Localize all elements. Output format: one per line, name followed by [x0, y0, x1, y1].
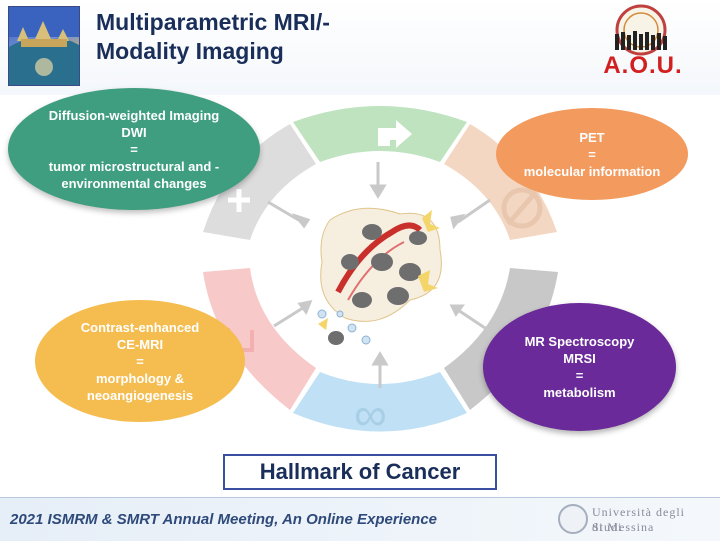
arrow-right-icon — [378, 120, 412, 148]
infinity-icon: ∞ — [354, 388, 387, 440]
university-name-line2: di Messina — [592, 520, 655, 534]
mrsi-bubble: MR Spectroscopy MRSI = metabolism — [483, 303, 676, 431]
null-sign-icon — [501, 187, 543, 229]
aou-logo: A.O.U. — [593, 4, 689, 82]
ring-segment-bottom — [293, 372, 467, 432]
plus-icon — [228, 189, 250, 212]
ce-mri-bubble: Contrast-enhanced CE-MRI = morphology & … — [35, 300, 245, 422]
dwi-line-3: = — [130, 141, 138, 157]
ce-line-4: morphology & — [95, 370, 185, 386]
aou-logo-text: A.O.U. — [603, 52, 683, 79]
dwi-line-5: environmental changes — [61, 175, 207, 191]
dwi-bubble: Diffusion-weighted Imaging DWI = tumor m… — [8, 88, 260, 210]
ring-segment-top-left — [203, 124, 316, 240]
pet-line-3: molecular information — [523, 163, 661, 179]
slide-title-line1: Multiparametric MRI/- — [96, 9, 330, 35]
ce-line-5: neoangiogenesis — [86, 387, 194, 403]
footer-bar: 2021 ISMRM & SMRT Annual Meeting, An Onl… — [0, 497, 720, 541]
university-seal-icon — [558, 504, 588, 534]
aou-seal-icon — [615, 4, 667, 56]
ring-segment-top-right — [444, 124, 557, 240]
pet-line-1: PET — [579, 129, 605, 145]
mrs-line-4: metabolism — [543, 385, 616, 400]
dwi-line-4: tumor microstructural and - — [48, 158, 220, 174]
ce-line-1: Contrast-enhanced — [80, 319, 200, 335]
inward-arrows — [267, 162, 491, 388]
footer-text: 2021 ISMRM & SMRT Annual Meeting, An Onl… — [10, 511, 438, 528]
pet-line-2: = — [588, 146, 596, 162]
ring-segment-bottom-left — [203, 268, 316, 410]
header-background — [0, 0, 720, 95]
cancer-cells-illustration — [317, 207, 442, 345]
mrs-line-1: MR Spectroscopy — [524, 334, 635, 349]
ce-line-2: CE-MRI — [116, 336, 164, 352]
pet-bubble: PET = molecular information — [496, 108, 688, 200]
mrs-line-3: = — [575, 368, 584, 383]
mrs-line-2: MRSI — [563, 351, 596, 366]
hallmark-of-cancer-label: Hallmark of Cancer — [223, 454, 497, 490]
dwi-line-2: DWI — [121, 124, 147, 140]
dwi-line-1: Diffusion-weighted Imaging — [48, 107, 220, 123]
slide-title: Multiparametric MRI/- Modality Imaging — [96, 8, 426, 66]
university-logo: Università degli Studi di Messina — [556, 502, 716, 536]
ce-line-3: = — [136, 353, 144, 369]
slide-title-line2: Modality Imaging — [96, 38, 284, 64]
university-name-line1: Università degli Studi — [592, 505, 685, 534]
venice-painting-logo — [8, 6, 80, 86]
